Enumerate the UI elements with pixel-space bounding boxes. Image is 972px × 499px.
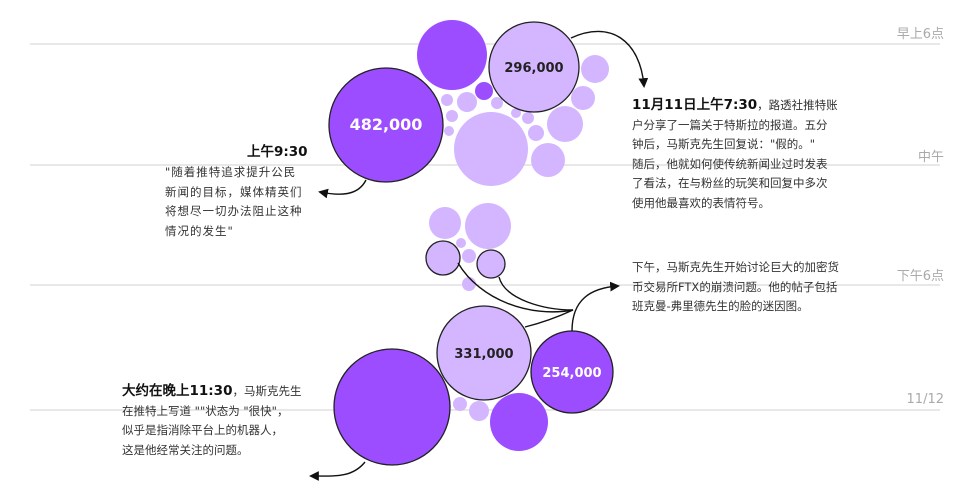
note-line: 随后，他就如何使传统新闻业过时发表 [632, 156, 828, 171]
bubble [476, 249, 506, 279]
bubble [456, 238, 466, 248]
connector-c [524, 309, 574, 328]
note-afternoon: 下午，马斯克先生开始讨论巨大的加密货 币交易所FTX的崩溃问题。他的帖子包括 班… [632, 258, 839, 317]
bubble-labeled [328, 67, 444, 183]
note-line: 班克曼-弗里德先生的脸的迷因图。 [632, 299, 809, 313]
bubble [511, 108, 521, 118]
bubble [528, 125, 544, 141]
bubble [454, 112, 528, 186]
note-text: ，路透社推特账 [757, 98, 838, 112]
connector-a [457, 262, 574, 313]
note-line: 户分享了一篇关于特斯拉的报道。五分 [632, 117, 828, 132]
note-line: 了看法，在与粉丝的玩笑和回复中多次 [632, 176, 828, 190]
bubble [475, 82, 493, 100]
bubble-labeled [488, 21, 580, 113]
note-line: 情况的发生" [165, 223, 234, 238]
note-nine-thirty: "随着推特追求提升公民 新闻的目标，媒体精英们 将想尽一切办法阻止这种 情况的发… [165, 163, 303, 241]
bubble-value-label: 296,000 [504, 61, 563, 76]
bubble-value-label: 331,000 [454, 347, 513, 362]
time-label-6pm: 下午6点 [896, 269, 944, 284]
arrow-night [309, 461, 366, 481]
note-line: 钟后，马斯克先生回复说："假的。" [632, 137, 816, 151]
bubble-value-label: 254,000 [542, 366, 601, 381]
note-line: 在推特上写道 ""状态为 "很快"， [122, 403, 289, 418]
bubble [425, 240, 461, 276]
note-line: 使用他最喜欢的表情符号。 [632, 195, 770, 210]
bubble-labeled [436, 305, 532, 401]
bubble [446, 110, 458, 122]
note-line: 下午，马斯克先生开始讨论巨大的加密货 [632, 260, 839, 274]
note-line: 新闻的目标，媒体精英们 [165, 184, 303, 199]
note-nine-thirty-title: 上午9:30 [247, 143, 308, 163]
note-line: 似乎是指消除平台上的机器人， [122, 423, 283, 437]
bubble [522, 112, 534, 124]
bubble [465, 203, 511, 249]
bubble [581, 55, 609, 83]
bubble [469, 401, 489, 421]
arrow-afternoon [571, 281, 620, 332]
bubble [429, 207, 461, 239]
bubble [457, 92, 477, 112]
note-title: 上午9:30 [247, 144, 308, 160]
bubble [571, 86, 595, 110]
bubble [462, 277, 476, 291]
note-title: 大约在晚上11:30 [122, 383, 233, 399]
arrow-nine-thirty [318, 179, 367, 199]
bubble [491, 97, 503, 109]
connector-b [498, 276, 574, 311]
note-line: 将想尽一切办法阻止这种 [165, 204, 303, 218]
bubble [417, 20, 487, 90]
bubble [531, 143, 565, 177]
note-line: "随着推特追求提升公民 [165, 165, 297, 179]
note-title: 11月11日上午7:30 [632, 97, 758, 113]
time-label-noon: 中午 [917, 150, 944, 165]
note-night: 大约在晚上11:30，马斯克先生 在推特上写道 ""状态为 "很快"， 似乎是指… [122, 382, 301, 460]
note-line: 币交易所FTX的崩溃问题。他的帖子包括 [632, 279, 838, 294]
bubble [453, 397, 467, 411]
bubble [444, 126, 454, 136]
note-text: ，马斯克先生 [232, 384, 302, 398]
bubble [490, 393, 548, 451]
bubble [547, 106, 583, 142]
bubble [441, 94, 453, 106]
bubble-value-label: 482,000 [350, 115, 423, 134]
bubble [333, 348, 451, 466]
bubble [462, 249, 476, 263]
time-label-date: 11/12 [906, 392, 944, 407]
time-label-6am: 早上6点 [896, 27, 944, 42]
note-morning: 11月11日上午7:30，路透社推特账 户分享了一篇关于特斯拉的报道。五分 钟后… [632, 96, 838, 213]
arrow-morning [570, 30, 649, 88]
note-line: 这是他经常关注的问题。 [122, 442, 249, 457]
